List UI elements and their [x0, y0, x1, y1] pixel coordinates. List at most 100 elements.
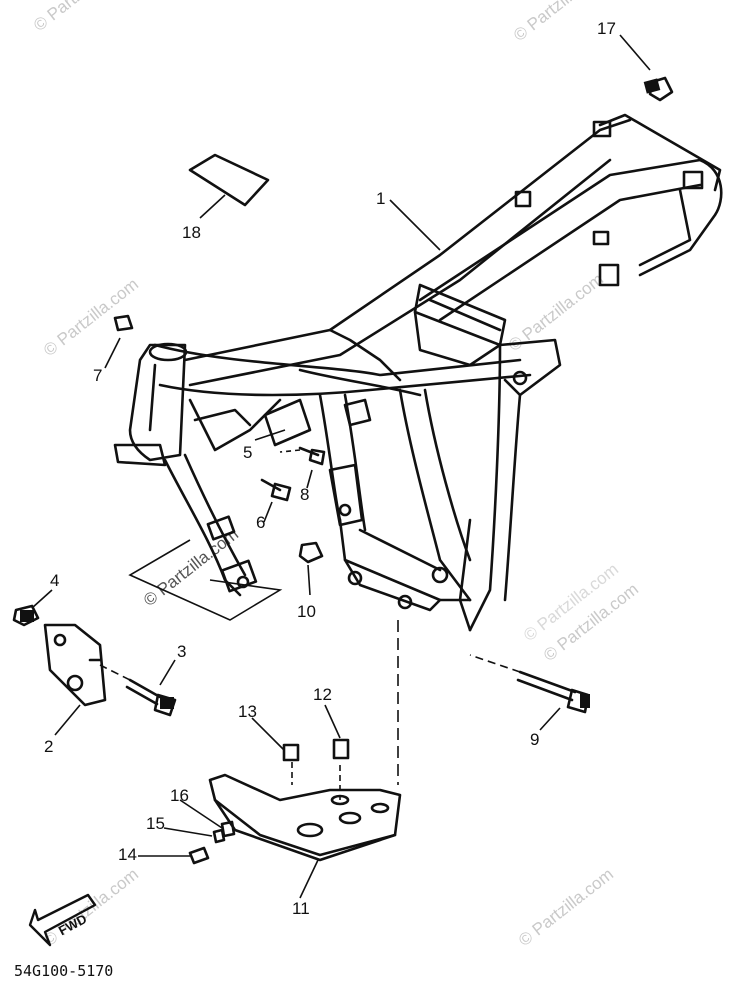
part-label-7: 7: [93, 366, 103, 385]
bolt-8-head: [308, 448, 326, 466]
leader-8: [306, 469, 313, 489]
leader-18: [199, 194, 226, 219]
bracket-hole: [53, 633, 67, 647]
frame-mount-hole: [236, 575, 250, 589]
frame-backbone: [153, 343, 522, 377]
leader-17: [619, 34, 651, 71]
frame-mount-hole: [338, 503, 352, 517]
bolt-14: [188, 846, 210, 865]
leader-11: [299, 859, 319, 899]
skid-plate-hole: [370, 802, 390, 814]
damper-13: [282, 743, 300, 762]
leader-7: [104, 337, 121, 369]
frame-rear-down: [468, 343, 502, 632]
frame-front-main: [193, 408, 252, 427]
part-label-15: 15: [146, 814, 165, 833]
leader-6: [263, 501, 273, 523]
frame-cross: [428, 298, 502, 332]
frame-engine-plate: [343, 398, 372, 427]
frame-cradle: [338, 518, 472, 602]
emblem-plate: [188, 153, 270, 207]
bracket-hole: [66, 674, 84, 692]
long-bolt-9: [516, 678, 574, 702]
frame-front-down: [398, 388, 472, 602]
part-label-3: 3: [177, 642, 187, 661]
frame-backbone: [328, 328, 402, 382]
assembly-line: [128, 539, 283, 621]
collar-12: [332, 738, 350, 760]
skid-plate: [208, 773, 402, 857]
leader-9: [539, 707, 561, 731]
bolt-6-head: [270, 482, 292, 502]
frame-mount-hole: [512, 370, 528, 386]
frame-backbone: [298, 368, 422, 397]
part-label-11: 11: [292, 899, 310, 918]
leader-3: [159, 659, 176, 686]
part-label-4: 4: [50, 571, 60, 590]
frame-bracket: [206, 515, 236, 541]
assembly-line: [99, 664, 131, 681]
diagram-code: 54G100-5170: [14, 962, 114, 980]
leader-4: [31, 589, 53, 609]
part-label-1: 1: [376, 189, 386, 208]
frame-cradle: [343, 558, 442, 612]
steering-head: [148, 363, 157, 432]
skid-plate-hole: [296, 822, 324, 838]
frame-center-plate: [413, 310, 502, 367]
steering-head-top: [148, 342, 188, 362]
frame-cradle: [358, 528, 442, 572]
leader-13: [251, 717, 285, 751]
frame-rear-loop: [638, 158, 723, 277]
frame-front-main: [188, 398, 282, 452]
frame-bracket: [592, 230, 610, 246]
bolt-3: [125, 685, 159, 706]
bolt-3: [128, 678, 162, 699]
frame-front-main: [163, 458, 242, 597]
frame-backbone: [158, 373, 532, 397]
frame-shock-mount: [498, 338, 562, 397]
frame-bracket: [598, 263, 620, 287]
frame-engine-plate: [328, 463, 364, 527]
washer-16: [220, 820, 236, 838]
bolt-8: [298, 446, 320, 457]
frame-mount-hole: [431, 566, 449, 584]
frame-mount-hole: [347, 570, 363, 586]
frame-mount-hole: [397, 594, 413, 610]
assembly-line: [279, 449, 301, 453]
lock-washer-15: [212, 828, 226, 844]
frame-top-rail: [183, 118, 632, 362]
frame-front-down: [423, 388, 472, 562]
frame-top-rail: [188, 158, 612, 387]
steering-head: [128, 343, 187, 462]
frame-rear-loop: [598, 113, 722, 192]
frame-bracket: [514, 190, 532, 208]
frame-top-rail: [418, 158, 702, 302]
frame-top-rail: [438, 183, 702, 322]
part-label-6: 6: [256, 513, 266, 532]
leader-16: [179, 799, 223, 829]
part-label-9: 9: [530, 730, 540, 749]
skid-plate-hole: [338, 811, 362, 825]
part-label-10: 10: [297, 602, 316, 621]
part-label-18: 18: [182, 223, 201, 242]
part-label-13: 13: [238, 702, 257, 721]
frame-bracket: [682, 170, 704, 190]
cap-7: [113, 314, 134, 332]
leader-2: [54, 704, 81, 736]
nut-10: [298, 541, 324, 564]
long-bolt-9: [518, 670, 577, 694]
leader-5: [254, 429, 286, 441]
part-label-14: 14: [118, 845, 137, 864]
leader-10: [307, 564, 311, 596]
leader-15: [163, 827, 213, 837]
leader-1: [389, 199, 441, 251]
steering-head-bottom: [113, 443, 167, 467]
assembly-line: [469, 654, 521, 673]
part-label-16: 16: [170, 786, 189, 805]
fwd-arrow: [28, 893, 97, 947]
part-label-17: 17: [597, 19, 616, 38]
part-label-12: 12: [313, 685, 332, 704]
frame-rear-down: [503, 393, 522, 602]
